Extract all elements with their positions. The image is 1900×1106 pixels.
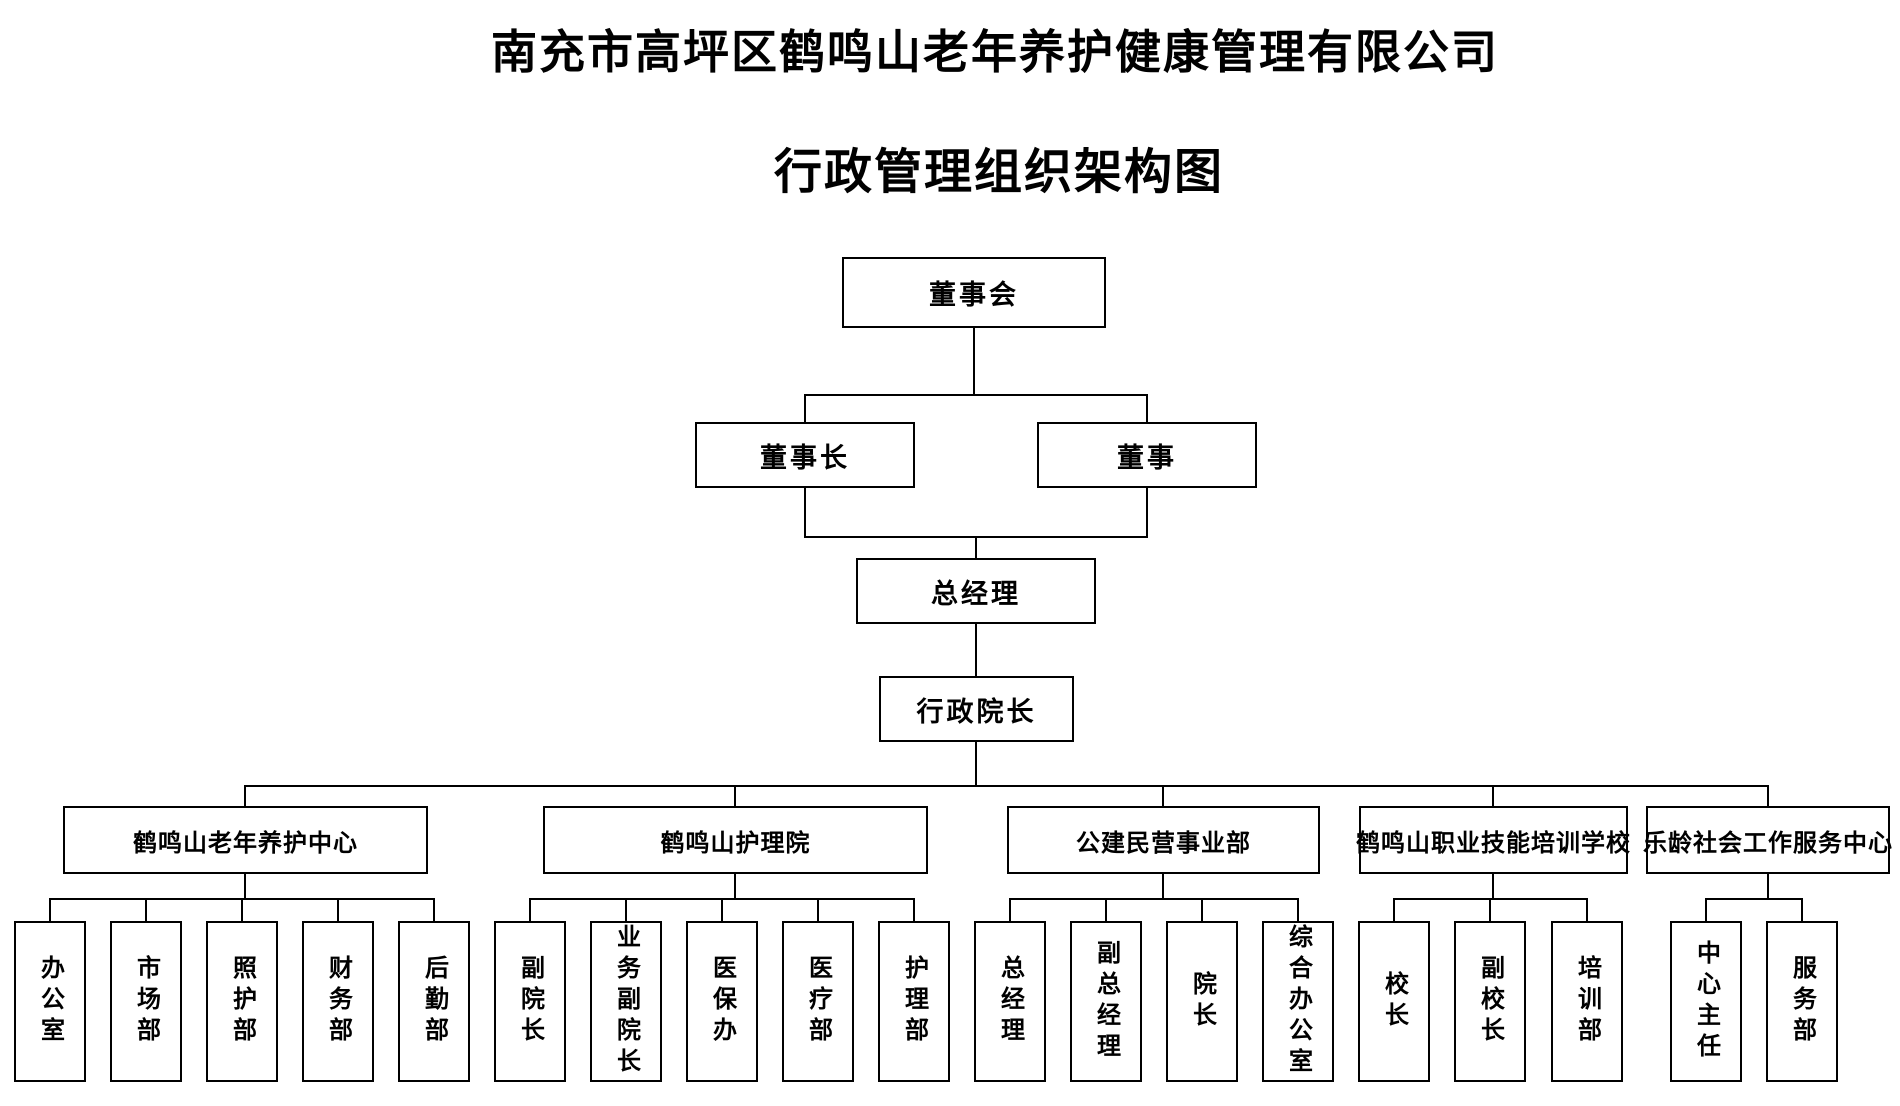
connector-line bbox=[913, 899, 915, 921]
department-label: 财务部 bbox=[324, 955, 351, 1048]
connector-line bbox=[1162, 874, 1164, 899]
department-box: 副校长 bbox=[1454, 921, 1526, 1082]
connector-line bbox=[1767, 786, 1769, 806]
department-label: 市场部 bbox=[132, 955, 159, 1048]
connector-line bbox=[625, 899, 627, 921]
branch-box: 鹤鸣山老年养护中心 bbox=[63, 806, 428, 874]
connector-line bbox=[1009, 898, 1299, 900]
department-box: 财务部 bbox=[302, 921, 374, 1082]
connector-line bbox=[1492, 874, 1494, 899]
connector-line bbox=[49, 899, 51, 921]
department-box: 院长 bbox=[1166, 921, 1238, 1082]
department-box: 综合办公室 bbox=[1262, 921, 1334, 1082]
department-box: 照护部 bbox=[206, 921, 278, 1082]
department-label: 副校长 bbox=[1476, 955, 1503, 1048]
department-label: 培训部 bbox=[1573, 955, 1600, 1048]
connector-line bbox=[1767, 874, 1769, 899]
department-label: 照护部 bbox=[228, 955, 255, 1048]
connector-line bbox=[1009, 899, 1011, 921]
connector-line bbox=[804, 536, 1148, 538]
chart-subtitle: 行政管理组织架构图 bbox=[773, 146, 1224, 199]
page-title: 南充市高坪区鹤鸣山老年养护健康管理有限公司 bbox=[491, 26, 1499, 78]
department-box: 业务副院长 bbox=[590, 921, 662, 1082]
department-label: 后勤部 bbox=[420, 955, 447, 1048]
department-label: 护理部 bbox=[900, 955, 927, 1048]
connector-line bbox=[1705, 899, 1707, 921]
connector-line bbox=[241, 899, 243, 921]
connector-line bbox=[804, 394, 1148, 396]
department-box: 总经理 bbox=[974, 921, 1046, 1082]
department-label: 院长 bbox=[1188, 970, 1215, 1033]
department-box: 副总经理 bbox=[1070, 921, 1142, 1082]
department-box: 市场部 bbox=[110, 921, 182, 1082]
connector-line bbox=[721, 899, 723, 921]
department-box: 后勤部 bbox=[398, 921, 470, 1082]
connector-line bbox=[244, 874, 246, 899]
department-box: 副院长 bbox=[494, 921, 566, 1082]
board-of-directors-box: 董事会 bbox=[842, 257, 1106, 328]
connector-line bbox=[817, 899, 819, 921]
department-label: 服务部 bbox=[1788, 955, 1815, 1048]
connector-line bbox=[804, 488, 806, 537]
department-box: 培训部 bbox=[1551, 921, 1623, 1082]
department-box: 办公室 bbox=[14, 921, 86, 1082]
connector-line bbox=[804, 395, 806, 422]
connector-line bbox=[1586, 899, 1588, 921]
connector-line bbox=[1297, 899, 1299, 921]
branch-box: 鹤鸣山职业技能培训学校 bbox=[1356, 806, 1630, 874]
department-box: 医疗部 bbox=[782, 921, 854, 1082]
department-label: 医疗部 bbox=[804, 955, 831, 1048]
connector-line bbox=[1162, 786, 1164, 806]
connector-line bbox=[975, 537, 977, 558]
department-label: 医保办 bbox=[708, 955, 735, 1048]
department-label: 校长 bbox=[1380, 970, 1407, 1033]
director-box: 董事 bbox=[1037, 422, 1257, 488]
connector-line bbox=[1146, 395, 1148, 422]
department-label: 综合办公室 bbox=[1284, 924, 1311, 1079]
department-label: 副总经理 bbox=[1092, 939, 1119, 1064]
connector-line bbox=[244, 786, 246, 806]
connector-line bbox=[973, 328, 975, 395]
connector-line bbox=[1489, 899, 1491, 921]
connector-line bbox=[529, 899, 531, 921]
department-box: 护理部 bbox=[878, 921, 950, 1082]
connector-line bbox=[433, 899, 435, 921]
connector-line bbox=[734, 786, 736, 806]
connector-line bbox=[1393, 899, 1395, 921]
connector-line bbox=[1801, 899, 1803, 921]
connector-line bbox=[1705, 898, 1803, 900]
connector-line bbox=[1146, 488, 1148, 537]
connector-line bbox=[244, 785, 1769, 787]
admin-dean-box: 行政院长 bbox=[879, 676, 1074, 742]
branch-box: 鹤鸣山护理院 bbox=[543, 806, 928, 874]
branch-box: 乐龄社会工作服务中心 bbox=[1643, 806, 1892, 874]
department-box: 服务部 bbox=[1766, 921, 1838, 1082]
connector-line bbox=[1105, 899, 1107, 921]
general-manager-box: 总经理 bbox=[856, 558, 1096, 624]
connector-line bbox=[975, 624, 977, 676]
chairman-box: 董事长 bbox=[695, 422, 915, 488]
department-box: 医保办 bbox=[686, 921, 758, 1082]
department-label: 副院长 bbox=[516, 955, 543, 1048]
department-label: 办公室 bbox=[36, 955, 63, 1048]
connector-line bbox=[734, 874, 736, 899]
department-label: 总经理 bbox=[996, 955, 1023, 1048]
department-box: 中心主任 bbox=[1670, 921, 1742, 1082]
department-label: 中心主任 bbox=[1692, 939, 1719, 1064]
connector-line bbox=[1201, 899, 1203, 921]
connector-line bbox=[1492, 786, 1494, 806]
connector-line bbox=[975, 742, 977, 786]
department-box: 校长 bbox=[1358, 921, 1430, 1082]
connector-line bbox=[337, 899, 339, 921]
connector-line bbox=[145, 899, 147, 921]
branch-box: 公建民营事业部 bbox=[1007, 806, 1320, 874]
department-label: 业务副院长 bbox=[612, 924, 639, 1079]
